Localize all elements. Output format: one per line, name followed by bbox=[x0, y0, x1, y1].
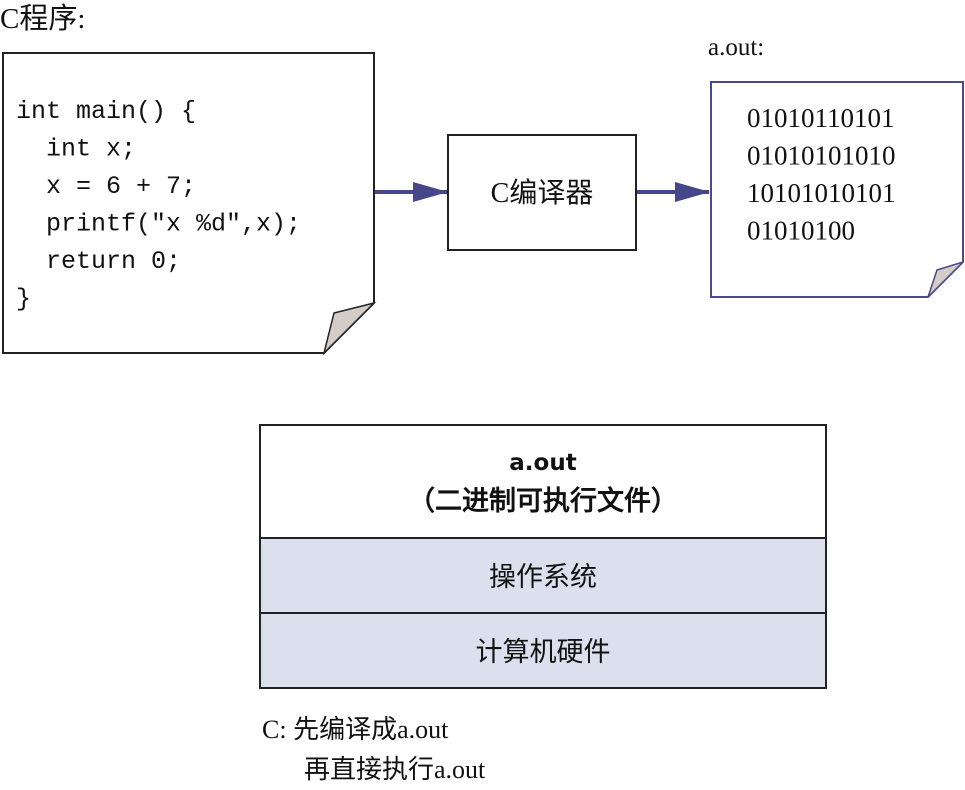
hardware-label: 计算机硬件 bbox=[476, 637, 611, 668]
output-label: a.out: bbox=[708, 34, 764, 61]
code-line: printf("x %d",x); bbox=[16, 210, 301, 239]
os-label: 操作系统 bbox=[489, 562, 597, 593]
caption-line-2: 再直接执行a.out bbox=[304, 755, 486, 784]
os-layer bbox=[259, 537, 827, 614]
executable-title: a.out bbox=[509, 450, 576, 476]
executable-subtitle: （二进制可执行文件） bbox=[408, 485, 678, 517]
binary-line: 01010101010 bbox=[747, 141, 896, 171]
code-line: x = 6 + 7; bbox=[16, 172, 196, 201]
code-line: } bbox=[16, 285, 31, 314]
compiler-box: C编译器 bbox=[447, 134, 637, 251]
source-label: C程序: bbox=[0, 2, 85, 35]
page-fold-icon bbox=[322, 301, 377, 356]
binary-line: 01010100 bbox=[747, 216, 855, 246]
page-fold-icon bbox=[927, 261, 964, 298]
binary-line: 01010110101 bbox=[747, 103, 895, 133]
output-document: 01010110101 01010101010 10101010101 0101010… bbox=[710, 81, 964, 298]
compiler-label: C编译器 bbox=[491, 177, 594, 209]
caption-line-1: C: 先编译成a.out bbox=[262, 715, 449, 744]
source-document: int main() { int x; x = 6 + 7; printf("x… bbox=[2, 52, 377, 356]
code-line: int main() { bbox=[16, 97, 196, 126]
code-line: int x; bbox=[16, 135, 136, 164]
binary-line: 10101010101 bbox=[747, 178, 896, 208]
code-line: return 0; bbox=[16, 247, 181, 276]
executable-layer bbox=[259, 424, 827, 539]
hardware-layer bbox=[259, 612, 827, 689]
execution-stack: a.out （二进制可执行文件） 操作系统 计算机硬件 bbox=[259, 424, 827, 689]
